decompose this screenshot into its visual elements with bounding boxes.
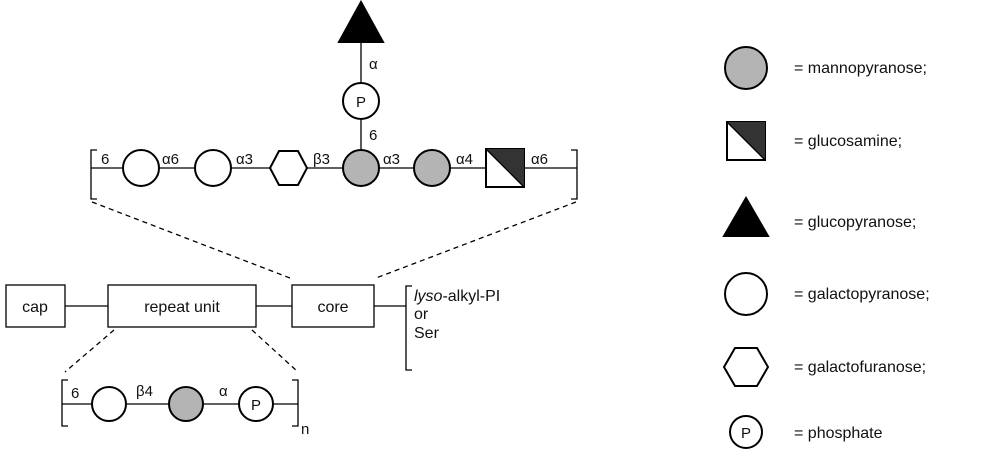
- repeat-bracket-right: [292, 379, 299, 427]
- anchor-ser-label: Ser: [414, 325, 440, 342]
- expansion-dash-left: [91, 201, 291, 279]
- repeat-bracket-left: [61, 379, 68, 427]
- repeat-unit-label: repeat unit: [144, 299, 220, 316]
- anchor-rest: -alkyl-PI: [442, 288, 500, 305]
- legend-label: = galactopyranose;: [794, 286, 930, 303]
- legend-label: = phosphate: [794, 425, 883, 442]
- galactopyranose-icon: [122, 149, 160, 187]
- legend-glucosamine-diagonal: [726, 121, 766, 161]
- legend-glucopyranose-icon: [722, 196, 770, 237]
- galactopyranose-icon: [194, 149, 232, 187]
- legend-label: = glucopyranose;: [794, 214, 916, 231]
- top-link-label: α4: [456, 151, 473, 168]
- top-chain-bracket-left: [90, 149, 97, 200]
- glucopyranose-branch-icon: [337, 0, 385, 43]
- legend-phosphate-symbol: P: [741, 425, 751, 442]
- galactopyranose-icon: [91, 386, 127, 422]
- repeat-dash-left: [64, 329, 115, 373]
- top-link-label: β3: [313, 151, 330, 168]
- legend-galactofuranose-icon: [722, 347, 770, 387]
- anchor-line-1-text: lyso-alkyl-PI: [414, 288, 500, 305]
- repeat-subscript-n: n: [301, 421, 309, 438]
- mannopyranose-icon: [168, 386, 204, 422]
- mannopyranose-icon: [342, 149, 380, 187]
- top-link-label: α3: [383, 151, 400, 168]
- branch-alpha-label: α: [369, 56, 378, 73]
- legend: = mannopyranose; = glucosamine; = glucop…: [722, 46, 930, 449]
- legend-galactopyranose-icon: [724, 272, 768, 316]
- anchor-italic: lyso: [414, 288, 443, 305]
- mannopyranose-icon: [413, 149, 451, 187]
- top-link-label: α3: [236, 151, 253, 168]
- legend-label: = mannopyranose;: [794, 60, 927, 77]
- anchor-or-label: or: [414, 306, 429, 323]
- phosphate-icon: [238, 386, 274, 422]
- top-link-label: 6: [101, 151, 109, 168]
- repeat-link-label: 6: [71, 385, 79, 402]
- top-chain-bracket-right: [571, 149, 578, 200]
- repeat-link-label: β4: [136, 383, 153, 400]
- top-link-label: α6: [162, 151, 179, 168]
- anchor-bracket: [405, 285, 412, 371]
- legend-phosphate-icon: [729, 415, 763, 449]
- cap-label: cap: [22, 299, 48, 316]
- core-label: core: [317, 299, 348, 316]
- phosphate-branch-label: P: [356, 94, 366, 111]
- expansion-dash-right: [375, 201, 577, 279]
- galactofuranose-icon: [268, 150, 309, 186]
- top-link-label: α6: [531, 151, 548, 168]
- repeat-link-label: α: [219, 383, 228, 400]
- legend-label: = galactofuranose;: [794, 359, 926, 376]
- legend-label: = glucosamine;: [794, 133, 902, 150]
- legend-mannopyranose-icon: [724, 46, 768, 90]
- repeat-dash-right: [251, 329, 299, 373]
- branch-position-label: 6: [369, 127, 377, 144]
- glucosamine-diagonal: [485, 148, 525, 188]
- repeat-phosphate-label: P: [251, 397, 261, 414]
